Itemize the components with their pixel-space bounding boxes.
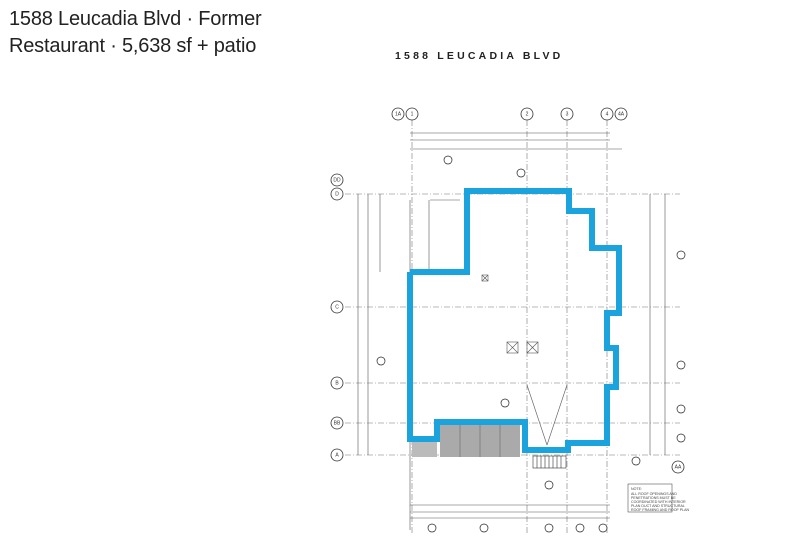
grid-bubble: DD: [330, 173, 344, 187]
svg-text:ALL ROOF OPENINGS AND: ALL ROOF OPENINGS AND: [631, 492, 677, 496]
svg-text:B: B: [335, 380, 339, 386]
svg-text:NOTE:: NOTE:: [631, 487, 642, 491]
grid-bubble: C: [330, 300, 344, 314]
grid-bubbles-top: 1A 1 2 3 4 4A: [391, 107, 628, 121]
title-line-2: Restaurant · 5,638 sf + patio: [9, 35, 257, 57]
svg-text:DD: DD: [333, 177, 341, 183]
plan-note: NOTE: ALL ROOF OPENINGS AND PENETRATIONS…: [627, 483, 690, 513]
svg-text:BB: BB: [334, 420, 341, 426]
grid-bubble: A: [330, 448, 344, 462]
grid-bubble-right: AA: [671, 460, 685, 474]
svg-text:A: A: [335, 452, 339, 458]
svg-text:4: 4: [606, 111, 609, 117]
svg-text:3: 3: [566, 111, 569, 117]
grid-bubble: 1A: [391, 107, 405, 121]
svg-text:AA: AA: [675, 464, 682, 470]
svg-text:C: C: [335, 304, 339, 310]
dimension-lines: [357, 132, 666, 530]
page-title: 1588 Leucadia Blvd · Former Restaurant ·…: [9, 6, 262, 60]
svg-text:2: 2: [526, 111, 529, 117]
grid-bubble: 2: [520, 107, 534, 121]
grid-bubble: 3: [560, 107, 574, 121]
entry-stairs: [532, 455, 567, 469]
skylights: [481, 274, 568, 446]
svg-text:4A: 4A: [618, 111, 625, 117]
title-line-1: 1588 Leucadia Blvd · Former: [9, 8, 262, 30]
grid-bubbles-left: DD D C B BB A: [330, 173, 344, 462]
grid-bubble: B: [330, 376, 344, 390]
grid-bubble: D: [330, 187, 344, 201]
grid-bubble: BB: [330, 416, 344, 430]
grid-bubble: 4: [600, 107, 614, 121]
svg-text:1A: 1A: [395, 111, 402, 117]
grid-bubble: 1: [405, 107, 419, 121]
grid-bubble: 4A: [614, 107, 628, 121]
svg-text:ROOF FRAMING AND ROOF PLAN: ROOF FRAMING AND ROOF PLAN: [631, 508, 690, 512]
svg-text:D: D: [335, 191, 339, 197]
svg-text:PLAN DUCT AND STRUCTURAL: PLAN DUCT AND STRUCTURAL: [631, 504, 685, 508]
plan-label: 1588 LEUCADIA BLVD: [395, 50, 564, 62]
grid-lines: [345, 120, 680, 535]
svg-text:COORDINATED WITH INTERIOR: COORDINATED WITH INTERIOR: [631, 500, 686, 504]
svg-text:PENETRATIONS MUST BE: PENETRATIONS MUST BE: [631, 496, 676, 500]
patio-trellis: [412, 424, 520, 457]
svg-text:1: 1: [411, 111, 414, 117]
section-markers: [376, 155, 686, 533]
leased-space-outline: [407, 188, 622, 453]
